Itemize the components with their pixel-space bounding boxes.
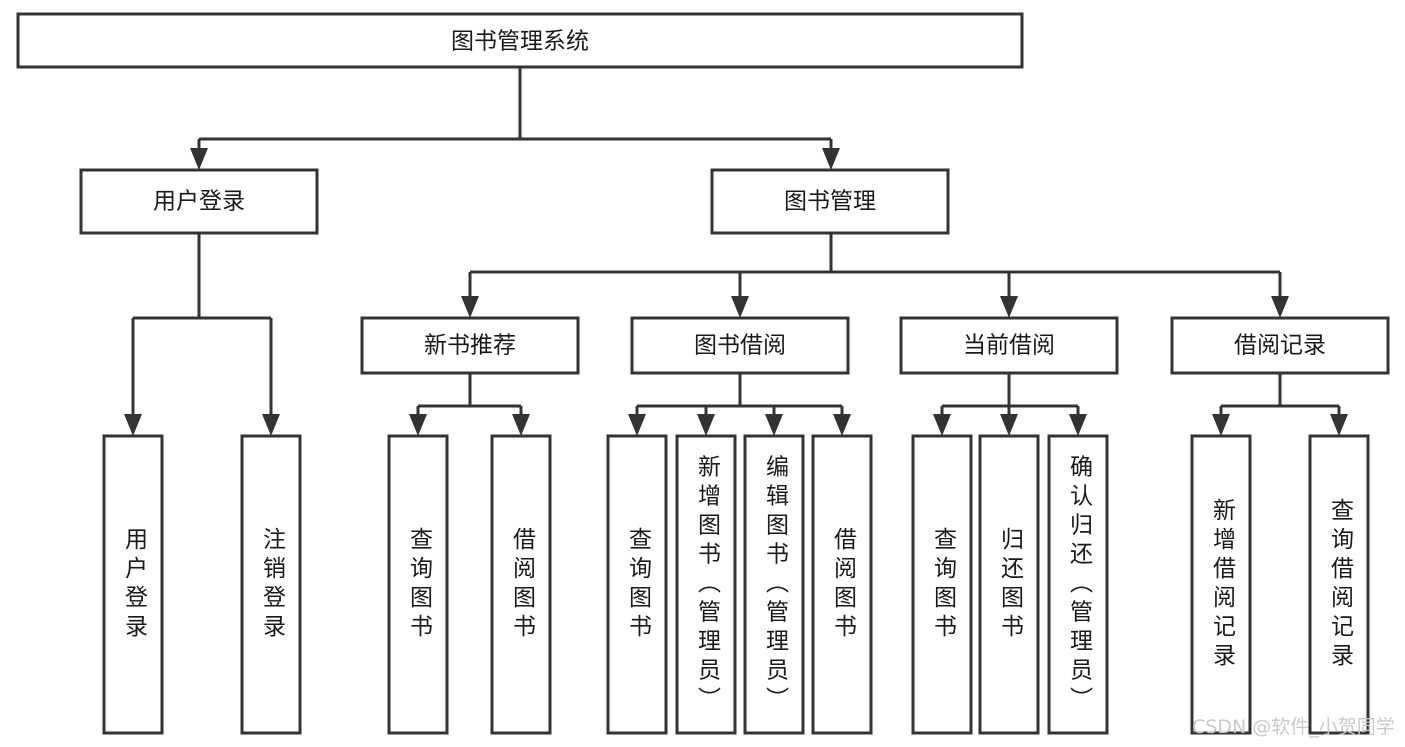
leaf-borrow-book-2-box[interactable] <box>811 434 873 735</box>
arrow-to-leaf-query-record <box>1330 414 1348 436</box>
arrow-to-book-manage <box>822 148 840 170</box>
node-current-borrow[interactable]: 当前借阅 <box>899 316 1119 375</box>
leaf-query-record-box[interactable] <box>1308 434 1370 735</box>
leaf-user-logout[interactable]: 注销登录 <box>240 434 302 735</box>
root-box[interactable] <box>16 12 1024 69</box>
leaf-user-logout-box[interactable] <box>240 434 302 735</box>
leaf-add-record-box[interactable] <box>1190 434 1252 735</box>
edge-layer <box>124 67 1348 436</box>
arrow-to-leaf-add-book <box>697 414 715 436</box>
new-book-recommend-label: 新书推荐 <box>424 333 516 359</box>
leaf-confirm-return-label: 确认归还（管理员） <box>1066 455 1094 716</box>
leaf-user-logout-label: 注销登录 <box>259 527 287 643</box>
arrow-to-borrow-record <box>1271 296 1289 318</box>
arrow-to-leaf-user-logout <box>262 414 280 436</box>
leaf-borrow-book-2-label: 借阅图书 <box>830 527 858 643</box>
csdn-watermark: CSDN @软件_小贺同学 <box>1192 716 1395 738</box>
borrow-record-label: 借阅记录 <box>1234 333 1326 359</box>
arrow-to-new-book-recommend <box>461 296 479 318</box>
book-manage-label: 图书管理 <box>784 189 876 215</box>
arrow-to-leaf-confirm-return <box>1069 414 1087 436</box>
leaf-query-book-2-box[interactable] <box>606 434 668 735</box>
new-book-recommend-box[interactable] <box>360 316 580 375</box>
book-borrow-box[interactable] <box>630 316 850 375</box>
leaf-query-book-1-label: 查询图书 <box>406 527 434 643</box>
arrow-to-current-borrow <box>1000 296 1018 318</box>
leaf-query-book-1-box[interactable] <box>387 434 449 735</box>
leaf-add-book[interactable]: 新增图书（管理员） <box>675 434 737 735</box>
node-book-borrow[interactable]: 图书借阅 <box>630 316 850 375</box>
leaf-edit-book-box[interactable] <box>743 434 805 735</box>
node-book-manage[interactable]: 图书管理 <box>710 168 950 235</box>
book-manage-box[interactable] <box>710 168 950 235</box>
leaf-query-record[interactable]: 查询借阅记录 <box>1308 434 1370 735</box>
user-login-box[interactable] <box>79 168 319 235</box>
arrow-to-book-borrow <box>731 296 749 318</box>
arrow-to-leaf-query-book-1 <box>409 414 427 436</box>
leaf-add-book-box[interactable] <box>675 434 737 735</box>
leaf-query-book-3[interactable]: 查询图书 <box>911 434 973 735</box>
leaf-confirm-return-box[interactable] <box>1047 434 1109 735</box>
arrow-to-leaf-borrow-book-2 <box>833 414 851 436</box>
arrow-to-leaf-add-record <box>1212 414 1230 436</box>
leaf-query-book-2-label: 查询图书 <box>625 527 653 643</box>
leaf-add-record-label: 新增借阅记录 <box>1209 498 1237 672</box>
leaf-edit-book-label: 编辑图书（管理员） <box>762 455 790 716</box>
leaf-edit-book[interactable]: 编辑图书（管理员） <box>743 434 805 735</box>
leaf-borrow-book-1-box[interactable] <box>490 434 552 735</box>
leaf-add-record[interactable]: 新增借阅记录 <box>1190 434 1252 735</box>
node-user-login[interactable]: 用户登录 <box>79 168 319 235</box>
book-borrow-label: 图书借阅 <box>694 333 786 359</box>
leaf-borrow-book-1-label: 借阅图书 <box>509 527 537 643</box>
leaf-query-book-3-label: 查询图书 <box>930 527 958 643</box>
leaf-borrow-book-1[interactable]: 借阅图书 <box>490 434 552 735</box>
leaf-user-login-box[interactable] <box>102 434 164 735</box>
current-borrow-label: 当前借阅 <box>963 333 1055 359</box>
leaf-return-book-label: 归还图书 <box>997 527 1025 643</box>
node-root[interactable]: 图书管理系统 <box>16 12 1024 69</box>
borrow-record-box[interactable] <box>1170 316 1390 375</box>
leaf-add-book-label: 新增图书（管理员） <box>694 455 722 716</box>
arrow-to-user-login <box>190 148 208 170</box>
arrow-to-leaf-query-book-3 <box>933 414 951 436</box>
arrow-to-leaf-edit-book <box>765 414 783 436</box>
arrow-to-leaf-borrow-book-1 <box>512 414 530 436</box>
leaf-return-book-box[interactable] <box>978 434 1040 735</box>
arrow-to-leaf-query-book-2 <box>628 414 646 436</box>
leaf-user-login-label: 用户登录 <box>121 527 149 643</box>
node-borrow-record[interactable]: 借阅记录 <box>1170 316 1390 375</box>
leaf-borrow-book-2[interactable]: 借阅图书 <box>811 434 873 735</box>
leaf-return-book[interactable]: 归还图书 <box>978 434 1040 735</box>
leaf-user-login[interactable]: 用户登录 <box>102 434 164 735</box>
leaf-confirm-return[interactable]: 确认归还（管理员） <box>1047 434 1109 735</box>
node-new-book-recommend[interactable]: 新书推荐 <box>360 316 580 375</box>
leaf-query-book-1[interactable]: 查询图书 <box>387 434 449 735</box>
arrow-to-leaf-return-book <box>1000 414 1018 436</box>
arrow-to-leaf-user-login <box>124 414 142 436</box>
user-login-label: 用户登录 <box>153 189 245 215</box>
leaf-query-book-2[interactable]: 查询图书 <box>606 434 668 735</box>
leaf-query-book-3-box[interactable] <box>911 434 973 735</box>
current-borrow-box[interactable] <box>899 316 1119 375</box>
leaf-query-record-label: 查询借阅记录 <box>1327 498 1355 672</box>
root-label: 图书管理系统 <box>451 29 589 55</box>
